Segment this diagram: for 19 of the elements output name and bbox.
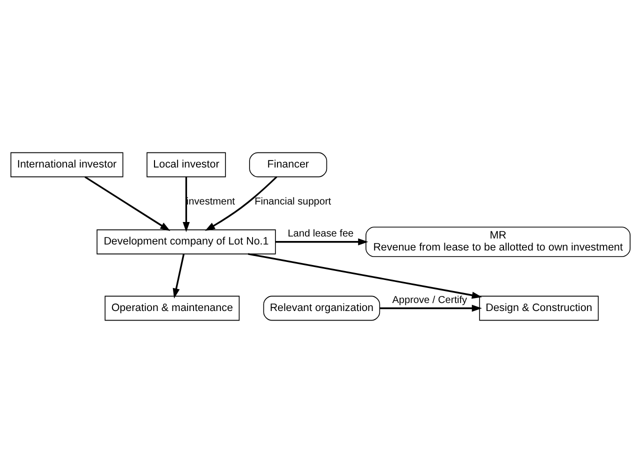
arrow: [84, 176, 170, 232]
node-box: Development company of Lot No.1: [96, 229, 276, 254]
arrow: [205, 176, 278, 231]
edge-label: Approve / Certify: [392, 294, 468, 306]
arrow: [182, 176, 190, 232]
node-box: Operation & maintenance: [104, 296, 240, 321]
edge-label: Financial support: [254, 196, 332, 208]
edge-label: Land lease fee: [288, 228, 354, 240]
edge-label: investment: [186, 196, 235, 208]
arrow: [276, 238, 368, 246]
arrow: [248, 253, 482, 299]
arrow: [172, 254, 185, 299]
node-box: Relevant organization: [263, 296, 380, 321]
node-box: Design & Construction: [479, 296, 599, 321]
node-box: Financer: [249, 152, 328, 178]
node-box: International investor: [10, 152, 124, 178]
node-box: MR Revenue from lease to be allotted to own investment: [366, 226, 631, 258]
arrow: [380, 304, 482, 312]
node-box: Local investor: [146, 152, 226, 178]
